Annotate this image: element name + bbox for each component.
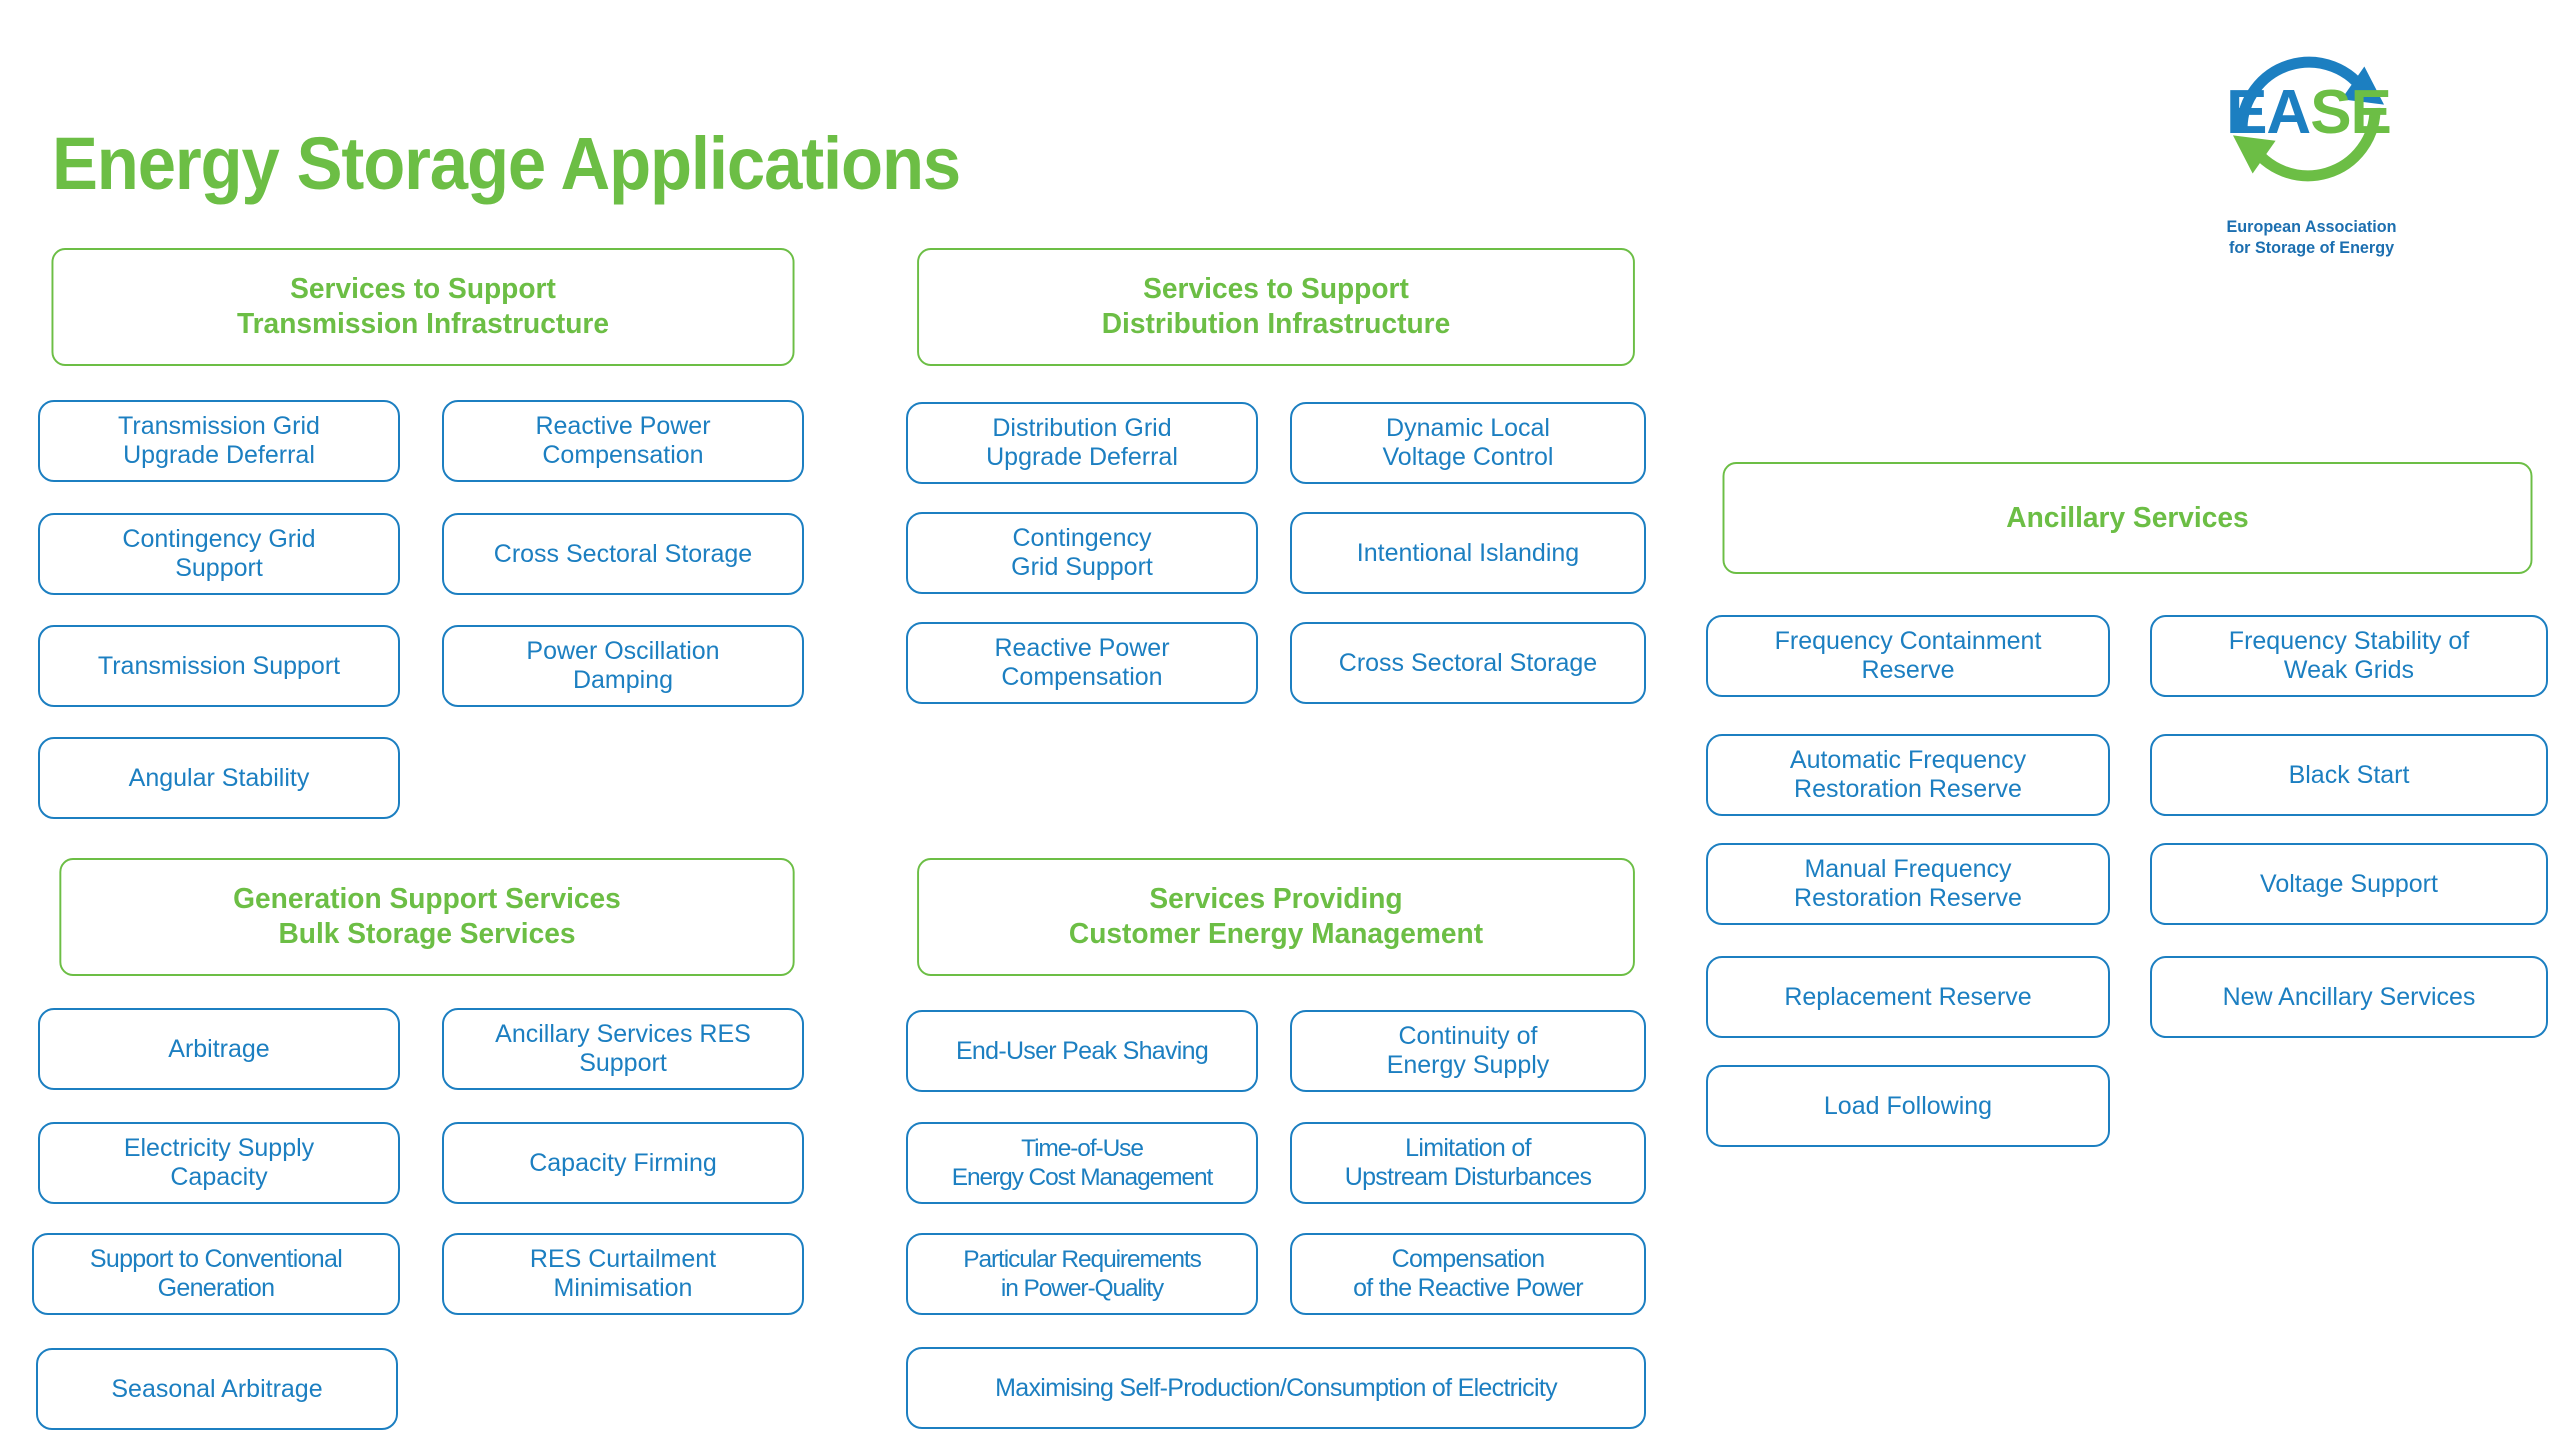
logo-word-ea: EA [2226, 78, 2311, 147]
item-transmission-support[interactable]: Transmission Support [38, 625, 400, 707]
item-label: End-User Peak Shaving [955, 1036, 1209, 1065]
section-header-customer-line-2: Customer Energy Management [1068, 918, 1484, 950]
item-label: Voltage Support [2260, 869, 2438, 898]
section-header-customer: Services Providing Customer Energy Manag… [917, 858, 1635, 976]
logo-tagline-line-2: for Storage of Energy [2228, 238, 2395, 257]
item-label: Angular Stability [128, 763, 310, 792]
item-load-following[interactable]: Load Following [1706, 1065, 2110, 1147]
item-end-user-peak-shaving[interactable]: End-User Peak Shaving [906, 1010, 1258, 1092]
item-seasonal-arbitrage[interactable]: Seasonal Arbitrage [36, 1348, 398, 1430]
item-new-ancillary-services[interactable]: New Ancillary Services [2150, 956, 2548, 1038]
item-angular-stability[interactable]: Angular Stability [38, 737, 400, 819]
item-label: Seasonal Arbitrage [111, 1374, 323, 1403]
section-header-transmission-line-2: Transmission Infrastructure [236, 308, 610, 340]
section-header-transmission-line-1: Services to Support [290, 273, 556, 305]
item-label: Cross Sectoral Storage [493, 539, 753, 568]
item-maximising-self-production-consumption[interactable]: Maximising Self-Production/Consumption o… [906, 1347, 1646, 1429]
item-label: Arbitrage [168, 1034, 270, 1063]
item-label: Capacity Firming [529, 1148, 717, 1177]
logo-tagline-line-1: European Association [2226, 217, 2397, 236]
logo-tagline: European Association for Storage of Ener… [2219, 216, 2404, 258]
item-capacity-firming[interactable]: Capacity Firming [442, 1122, 804, 1204]
item-arbitrage[interactable]: Arbitrage [38, 1008, 400, 1090]
item-intentional-islanding[interactable]: Intentional Islanding [1290, 512, 1646, 594]
logo-mark: EASE [2216, 30, 2401, 208]
ease-logo: EASE European Association for Storage of… [2216, 30, 2416, 260]
section-header-distribution-line-1: Services to Support [1143, 273, 1409, 305]
section-header-distribution: Services to Support Distribution Infrast… [917, 248, 1635, 366]
section-header-transmission: Services to Support Transmission Infrast… [51, 248, 795, 366]
section-header-generation: Generation Support Services Bulk Storage… [59, 858, 795, 976]
section-header-ancillary: Ancillary Services [1722, 462, 2533, 574]
item-label: Transmission Support [97, 651, 341, 680]
item-voltage-support[interactable]: Voltage Support [2150, 843, 2548, 925]
page-title: Energy Storage Applications [52, 122, 961, 205]
item-replacement-reserve[interactable]: Replacement Reserve [1706, 956, 2110, 1038]
logo-word-se: SE [2310, 78, 2392, 147]
section-header-customer-line-1: Services Providing [1149, 883, 1403, 915]
item-cross-sectoral-storage-t[interactable]: Cross Sectoral Storage [442, 513, 804, 595]
item-label: Load Following [1823, 1091, 1993, 1120]
logo-wordmark: EASE [2216, 82, 2401, 144]
section-header-generation-line-2: Bulk Storage Services [278, 918, 576, 950]
item-label: Cross Sectoral Storage [1338, 648, 1598, 677]
item-label: Intentional Islanding [1356, 538, 1580, 567]
item-black-start[interactable]: Black Start [2150, 734, 2548, 816]
item-label: Maximising Self-Production/Consumption o… [995, 1373, 1557, 1402]
item-cross-sectoral-storage-d[interactable]: Cross Sectoral Storage [1290, 622, 1646, 704]
section-header-distribution-line-2: Distribution Infrastructure [1101, 308, 1451, 340]
item-label: Black Start [2288, 760, 2410, 789]
item-label: Replacement Reserve [1784, 982, 2032, 1011]
item-label: New Ancillary Services [2222, 982, 2476, 1011]
section-header-generation-line-1: Generation Support Services [233, 883, 621, 915]
circular-arrows-icon [2232, 56, 2385, 182]
section-header-ancillary-line-1: Ancillary Services [2006, 501, 2249, 534]
